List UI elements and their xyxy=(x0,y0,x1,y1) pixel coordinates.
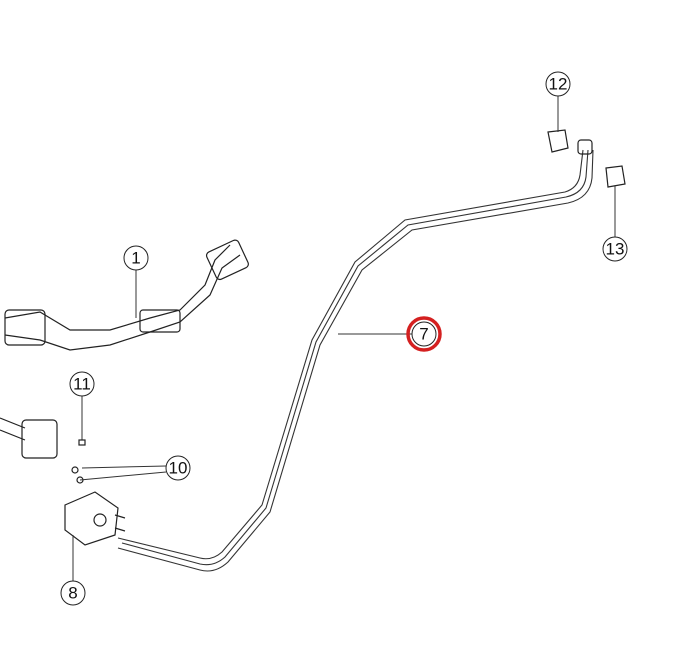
sensor-part-8[interactable] xyxy=(64,491,126,546)
callout-11-label: 11 xyxy=(73,375,91,394)
callout-10[interactable]: 10 xyxy=(165,455,191,481)
clip-part-13[interactable] xyxy=(605,165,626,188)
callout-12[interactable]: 12 xyxy=(545,71,571,97)
callout-7[interactable]: 7 xyxy=(406,316,442,352)
callout-8-label: 8 xyxy=(68,584,77,603)
connector-left[interactable] xyxy=(0,417,58,459)
callout-13-label: 13 xyxy=(606,240,625,259)
pipe-part-7[interactable] xyxy=(117,139,594,572)
callout-12-label: 12 xyxy=(549,75,568,94)
harness-part-1[interactable] xyxy=(4,239,250,351)
callout-8[interactable]: 8 xyxy=(60,580,86,606)
callout-1-label: 1 xyxy=(131,249,140,268)
callout-13[interactable]: 13 xyxy=(602,236,628,262)
clip-part-12[interactable] xyxy=(547,129,569,153)
callout-7-label: 7 xyxy=(419,325,428,344)
callout-1[interactable]: 1 xyxy=(123,245,149,271)
bolts[interactable] xyxy=(71,396,86,484)
callout-10-label: 10 xyxy=(169,459,188,478)
callout-11[interactable]: 11 xyxy=(69,371,95,397)
